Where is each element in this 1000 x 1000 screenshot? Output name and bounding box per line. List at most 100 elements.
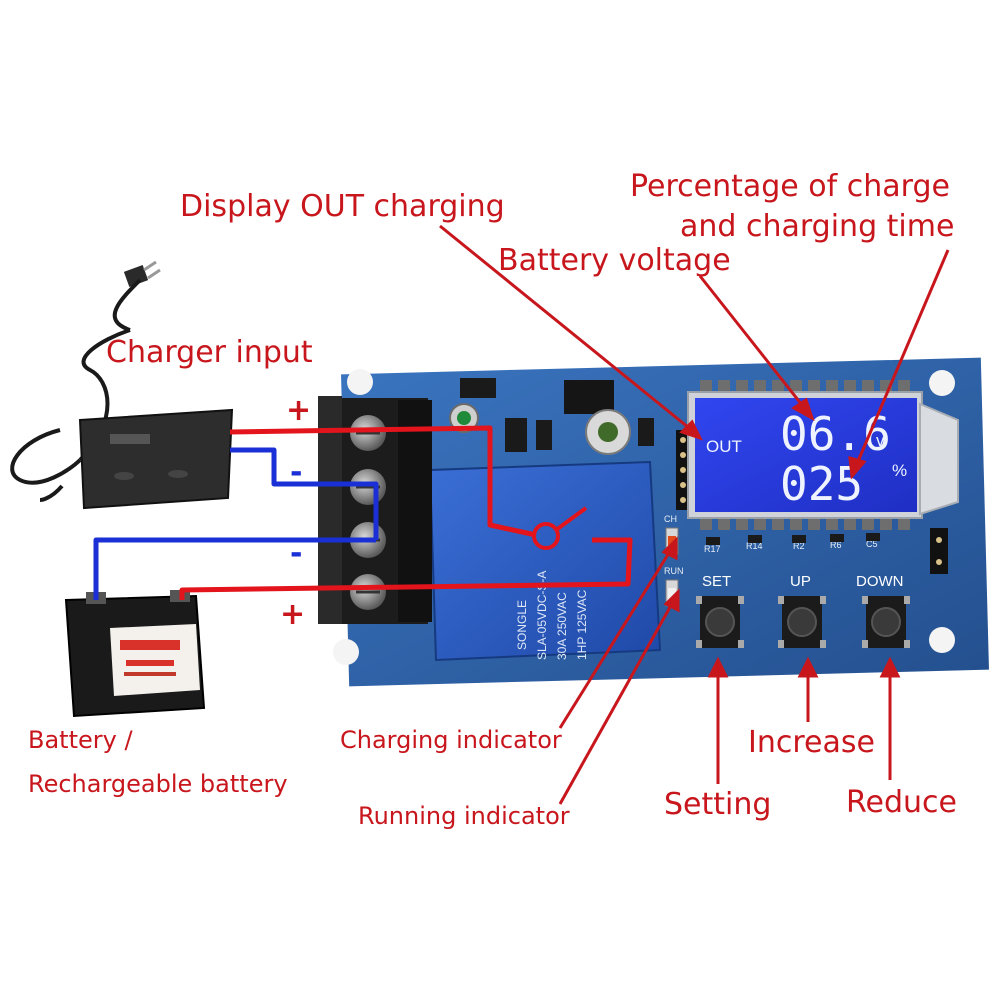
smd-part	[536, 420, 552, 450]
pin	[936, 537, 942, 543]
battery	[64, 590, 206, 718]
arrow-head	[797, 656, 819, 678]
wire-battery-negative	[93, 537, 376, 600]
relay-switch-blade	[554, 506, 588, 532]
lcd-percent-value: 025	[780, 457, 863, 511]
charger-plus-sign: +	[286, 393, 311, 428]
arrow-display-out	[439, 224, 695, 434]
lcd-top-pins	[700, 380, 910, 394]
lcd-backlight-tab	[919, 402, 959, 516]
label-display-out: Display OUT charging	[180, 189, 505, 224]
lcd-voltage-value: 06.6	[780, 407, 891, 461]
smd-part-2	[638, 418, 654, 446]
arrow-head	[879, 656, 901, 678]
wires	[93, 425, 633, 600]
silk-c5: C5	[866, 539, 878, 549]
silk-r6: R6	[830, 540, 842, 550]
label-reduce: Reduce	[846, 785, 957, 820]
wire-charger-positive	[229, 425, 537, 538]
mount-hole	[333, 639, 359, 665]
label-charger-input: Charger input	[106, 335, 313, 370]
adapter-body	[78, 408, 234, 510]
side-header	[930, 528, 948, 574]
terminal-screw	[350, 415, 386, 451]
pin	[936, 559, 942, 565]
lcd-percent-unit: %	[892, 461, 907, 480]
relay: SONGLE SLA-05VDC-S-A 30A 250VAC 1HP 125V…	[428, 460, 662, 662]
silk-r2: R2	[793, 541, 805, 551]
charger-minus-sign: -	[290, 455, 302, 490]
regulator-chip	[505, 418, 527, 452]
label-setting: Setting	[664, 787, 771, 822]
wire-battery-positive	[179, 537, 633, 600]
lcd-module: OUT 06.6 v 025 %	[687, 380, 959, 530]
label-charging-indicator: Charging indicator	[340, 726, 562, 754]
silk-r17: R17	[704, 544, 721, 554]
capacitor-top	[457, 411, 471, 425]
down-button-label: DOWN	[856, 573, 904, 590]
label-increase: Increase	[748, 725, 875, 760]
terminal-screw	[350, 469, 386, 505]
pin	[680, 452, 686, 458]
relay-switch-circle	[532, 522, 560, 550]
battery-plus-sign: +	[280, 597, 305, 632]
resistor	[748, 535, 762, 543]
set-button[interactable]	[696, 596, 744, 648]
terminal-screw	[350, 574, 386, 610]
resistor	[830, 534, 844, 542]
wire-charger-negative	[230, 447, 379, 540]
arrow-head	[661, 536, 678, 561]
electrolytic-capacitor-top	[598, 422, 618, 442]
mount-hole	[929, 370, 955, 396]
callout-arrows	[439, 224, 950, 805]
running-led-lens	[668, 588, 676, 600]
arrow-head	[679, 419, 703, 441]
lcd-out-label: OUT	[706, 437, 742, 456]
arrow-head	[663, 588, 680, 613]
resistor	[792, 535, 806, 543]
diode-smd	[460, 378, 496, 398]
arrow-running-indicator	[558, 599, 676, 805]
silk-r14: R14	[746, 541, 763, 551]
mount-hole	[347, 369, 373, 395]
silk-ch: CH	[664, 514, 677, 524]
label-percentage-line1: Percentage of charge	[630, 169, 950, 204]
pin	[680, 482, 686, 488]
lcd-voltage-unit: v	[876, 431, 885, 450]
mount-hole	[929, 627, 955, 653]
up-button-label: UP	[790, 573, 811, 590]
capacitor-smd	[866, 533, 880, 541]
ic-chip	[564, 380, 614, 414]
pin	[680, 497, 686, 503]
relay-rating-2: 1HP 125VAC	[575, 589, 589, 660]
battery-minus-sign: -	[290, 536, 302, 571]
arrow-percentage	[854, 249, 950, 467]
label-running-indicator: Running indicator	[358, 802, 570, 830]
label-battery-line1: Battery /	[28, 726, 133, 754]
arrow-head	[707, 656, 729, 678]
arrow-head	[791, 397, 815, 422]
relay-model: SLA-05VDC-S-A	[535, 571, 549, 660]
control-buttons: SET UP DOWN	[696, 573, 910, 648]
label-battery-line2: Rechargeable battery	[28, 770, 288, 798]
label-percentage-line2: and charging time	[680, 209, 954, 244]
pin	[680, 437, 686, 443]
charger-adapter	[10, 260, 234, 510]
arrow-head	[848, 455, 867, 480]
lcd-screen	[695, 398, 917, 512]
up-button[interactable]	[778, 596, 826, 648]
arrow-battery-voltage	[698, 275, 808, 411]
relay-brand: SONGLE	[515, 600, 529, 650]
label-battery-voltage: Battery voltage	[498, 243, 731, 278]
lcd-bottom-pins	[700, 516, 910, 530]
down-button[interactable]	[862, 596, 910, 648]
arrow-charging-indicator	[558, 547, 674, 729]
set-button-label: SET	[702, 573, 731, 590]
silk-run: RUN	[664, 566, 684, 576]
resistor	[706, 537, 720, 545]
relay-rating-1: 30A 250VAC	[555, 592, 569, 660]
pin	[680, 467, 686, 473]
plug	[123, 265, 149, 287]
